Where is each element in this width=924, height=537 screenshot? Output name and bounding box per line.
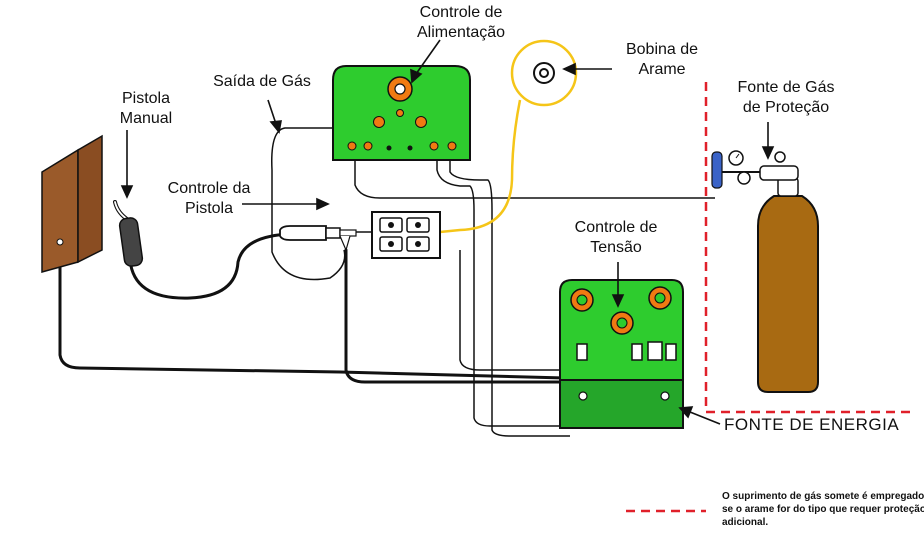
label-gas-source-line1: Fonte de Gás bbox=[738, 79, 835, 96]
label-manual-gun-line1: Pistola bbox=[122, 90, 170, 107]
label-manual-gun-line2: Manual bbox=[120, 110, 172, 127]
label-voltage-control-line2: Tensão bbox=[590, 239, 642, 256]
gas-cylinder bbox=[757, 151, 819, 393]
note-line1: O suprimento de gás somete é empregado bbox=[722, 491, 924, 502]
label-gas-outlet: Saída de Gás bbox=[213, 73, 311, 90]
label-gas-source-line2: de Proteção bbox=[743, 99, 829, 116]
pointer-arrows bbox=[120, 39, 775, 425]
label-gun-control-line2: Pistola bbox=[185, 200, 233, 217]
label-wire-spool-line1: Bobina de bbox=[626, 41, 698, 58]
label-gun-control-line1: Controle da bbox=[168, 180, 251, 197]
label-feed-control-line1: Controle de bbox=[420, 4, 503, 21]
note-line3: adicional. bbox=[722, 517, 768, 528]
junction-box bbox=[371, 211, 441, 259]
label-wire-spool-line2: Arame bbox=[638, 61, 685, 78]
feed-control-panel bbox=[332, 65, 471, 161]
note-line2: se o arame for do tipo que requer proteç… bbox=[722, 504, 924, 515]
wire-spool bbox=[510, 39, 578, 107]
workpiece bbox=[41, 134, 103, 273]
label-power-source: FONTE DE ENERGIA bbox=[724, 415, 899, 434]
thin-lines bbox=[271, 127, 715, 437]
label-voltage-control-line1: Controle de bbox=[575, 219, 658, 236]
power-source-cabinet bbox=[559, 279, 684, 429]
gas-supply-boundary bbox=[704, 82, 910, 414]
gas-regulator-icon bbox=[711, 150, 760, 189]
manual-gun-icon bbox=[113, 200, 144, 267]
label-feed-control-line2: Alimentação bbox=[417, 24, 505, 41]
wire-feed-line bbox=[439, 99, 522, 234]
gun-connector bbox=[279, 225, 357, 252]
